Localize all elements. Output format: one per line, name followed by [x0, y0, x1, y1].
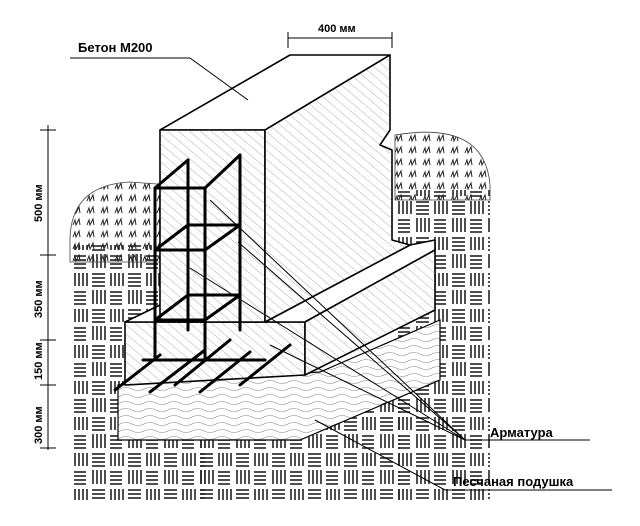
- dimension-350-label: 350 мм: [33, 280, 45, 318]
- dimension-300-label: 300 мм: [33, 406, 45, 444]
- dimension-width-label: 400 мм: [318, 23, 356, 35]
- rebar-label: Арматура: [490, 425, 554, 440]
- leader-lines: [70, 57, 612, 491]
- sand-cushion-layer: [117, 319, 441, 441]
- sand-cushion-label: Песчаная подушка: [453, 474, 574, 489]
- rebar-cage: [113, 153, 292, 394]
- concrete-wall: [159, 54, 411, 323]
- dimension-150-label: 150 мм: [33, 342, 45, 380]
- concrete-label: Бетон М200: [78, 40, 153, 55]
- dimension-lines: [40, 32, 393, 450]
- dimension-500-label: 500 мм: [33, 184, 45, 222]
